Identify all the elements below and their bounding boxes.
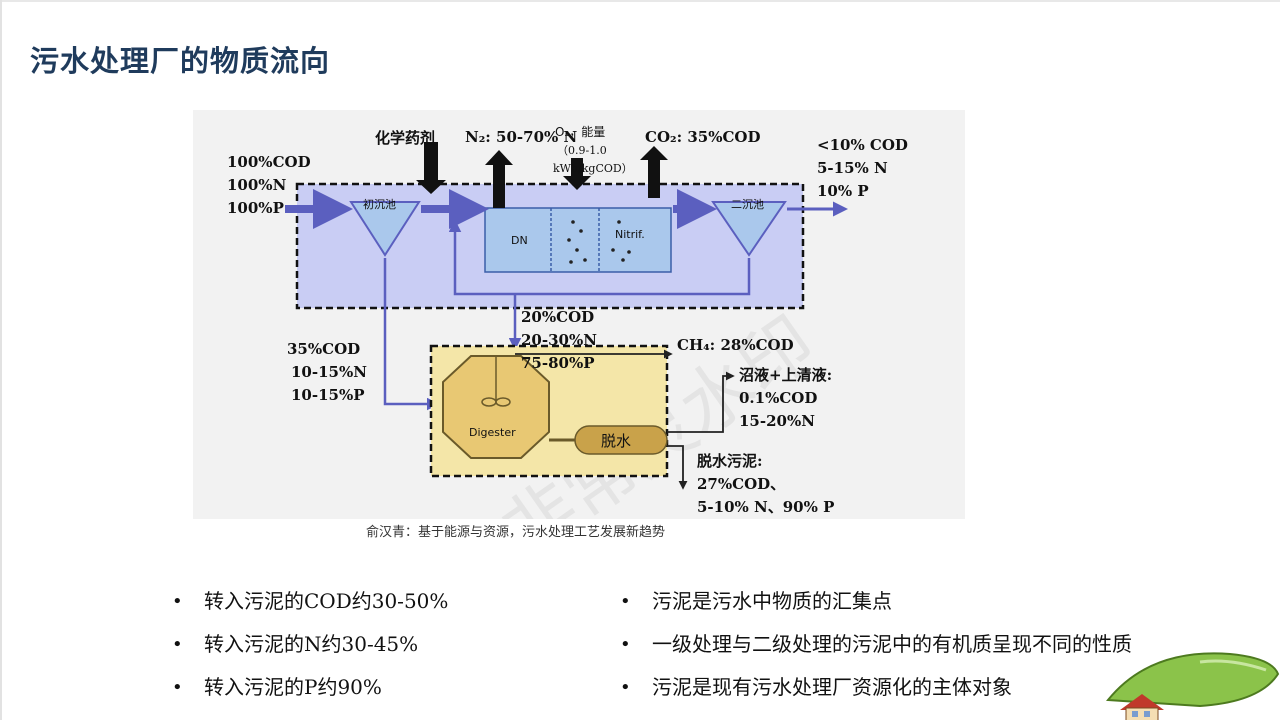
o2-amount: （0.9-1.0 [557,144,607,157]
primary-clarifier [349,201,421,257]
supernatant-cod: 0.1%COD [739,389,817,407]
o2-unit: kWh/kgCOD） [553,162,633,175]
digester-label: Digester [469,426,516,439]
effluent-n: 5-15% N [817,159,888,177]
effluent-cod: <10% COD [817,136,908,154]
dewatering-label: 脱水 [601,432,631,450]
list-item: •污泥是污水中物质的汇集点 [620,580,1132,623]
bullet-list-left: •转入污泥的COD约30-50% •转入污泥的N约30-45% •转入污泥的P约… [172,580,448,709]
nitrif-tank-label: Nitrif. [615,228,645,241]
primary-sludge-p: 10-15%P [291,386,365,404]
aeration-tank [484,207,672,273]
dn-tank-label: DN [511,234,528,247]
influent-p: 100%P [227,199,284,217]
bullet-icon: • [620,634,631,655]
o2-label: O₂，能量 [555,125,605,139]
primary-sludge-cod: 35%COD [287,340,360,358]
ch4-label: CH₄: 28%COD [677,336,794,354]
effluent-p: 10% P [817,182,869,200]
list-item: •转入污泥的P约90% [172,666,448,709]
figure-caption: 俞汉青：基于能源与资源，污水处理工艺发展新趋势 [366,525,666,540]
secondary-clarifier-label: 二沉池 [731,198,764,211]
bullet-icon: • [172,634,183,655]
aeration-bubbles [567,220,631,264]
bullet-icon: • [620,591,631,612]
left-border [0,0,2,720]
bullet-icon: • [172,677,183,698]
waste-sludge-p: 75-80%P [521,354,595,372]
list-item: •转入污泥的N约30-45% [172,623,448,666]
main-flow-arrows [285,189,848,411]
dewatered-title: 脱水污泥: [697,452,763,470]
dewatered-np: 5-10% N、90% P [697,498,834,516]
gas-arrows [416,142,668,208]
supernatant-title: 沼液+上清液: [739,366,832,384]
top-border [0,0,1280,2]
list-item: •一级处理与二级处理的污泥中的有机质呈现不同的性质 [620,623,1132,666]
digester-output-arrows [515,349,735,490]
bullet-icon: • [172,591,183,612]
secondary-clarifier [711,201,787,257]
bullet-list-right: •污泥是污水中物质的汇集点 •一级处理与二级处理的污泥中的有机质呈现不同的性质 … [620,580,1132,709]
list-item: •污泥是现有污水处理厂资源化的主体对象 [620,666,1132,709]
dewatered-cod: 27%COD、 [697,475,785,493]
material-flow-diagram: 非常灵水印 DN Nitrif. 初沉池 二沉池 [193,110,965,519]
waste-sludge-n: 20-30%N [521,331,597,349]
flow-diagram-svg: 非常灵水印 DN Nitrif. 初沉池 二沉池 [227,125,908,519]
influent-cod: 100%COD [227,153,311,171]
n2-label: N₂: 50-70% N [465,128,577,146]
list-item: •转入污泥的COD约30-50% [172,580,448,623]
primary-clarifier-label: 初沉池 [363,197,396,211]
page-title: 污水处理厂的物质流向 [30,44,331,78]
chemicals-label: 化学药剂 [375,129,435,147]
influent-n: 100%N [227,176,287,194]
co2-label: CO₂: 35%COD [645,128,760,146]
waste-sludge-cod: 20%COD [521,308,594,326]
digester-tank [442,355,550,459]
primary-sludge-n: 10-15%N [291,363,367,381]
supernatant-n: 15-20%N [739,412,815,430]
house-hill-icon [1106,652,1280,720]
bullet-icon: • [620,677,631,698]
